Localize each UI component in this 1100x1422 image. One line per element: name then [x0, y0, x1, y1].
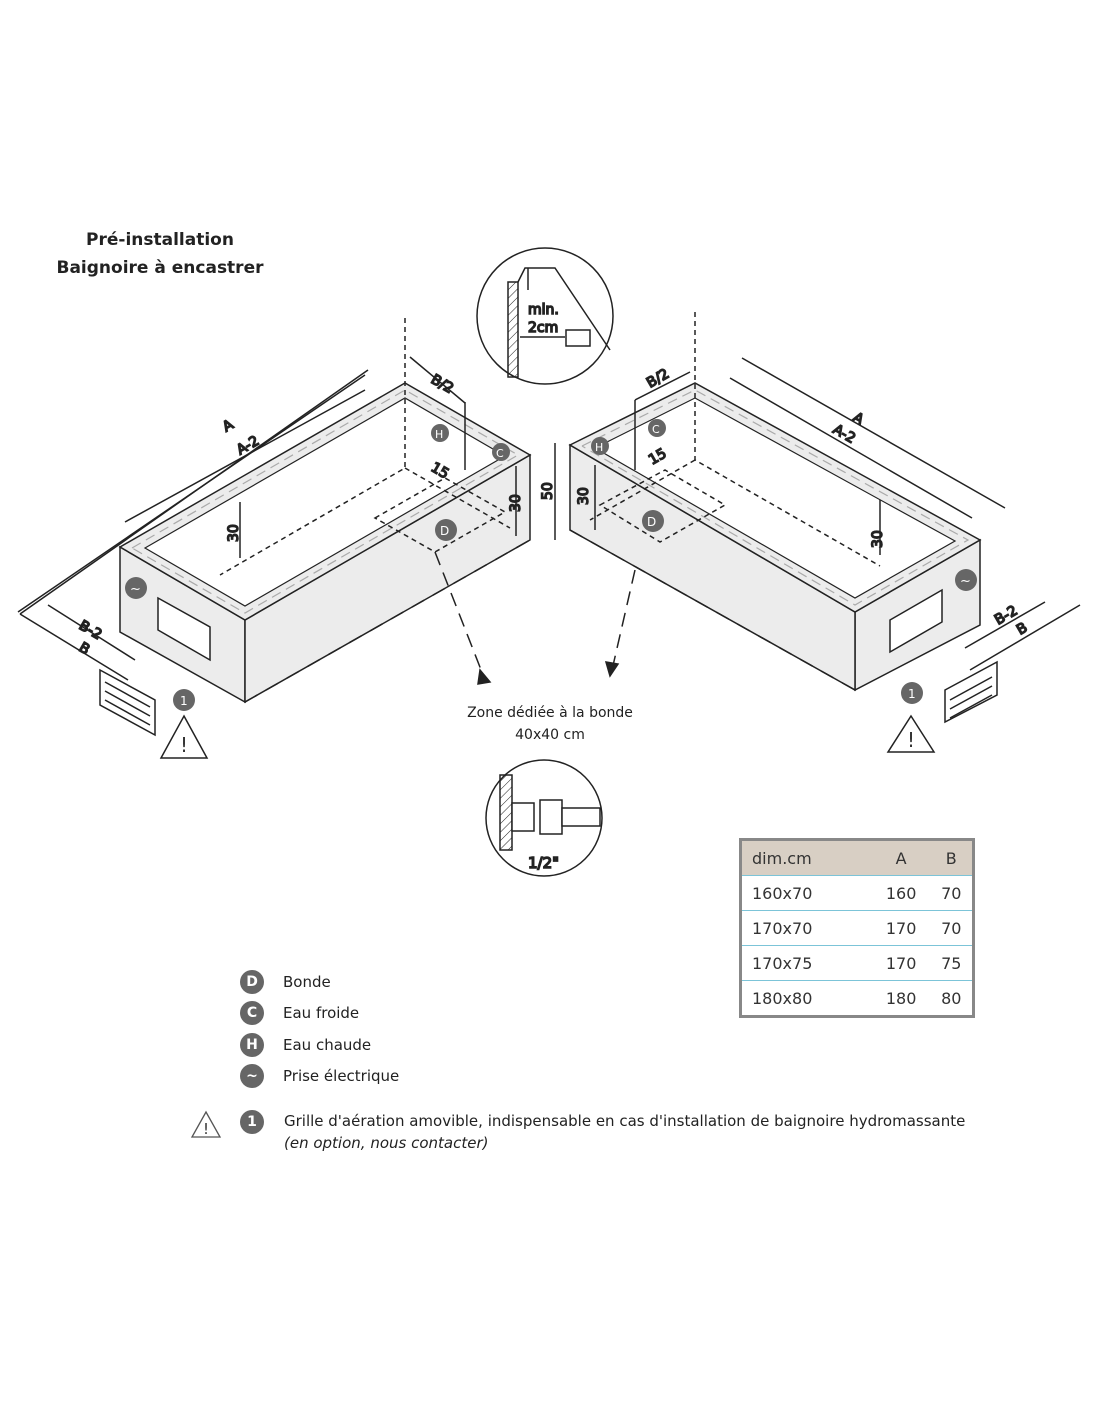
dim-30-left-side: 30: [508, 494, 524, 512]
dim-B2-left: B-2: [76, 618, 104, 644]
left-tub-frame: A A-2 B/2 15 30 30 50 B-2 B: [17, 318, 557, 704]
marker-c-label: C: [496, 447, 504, 460]
diagram-title: Pré-installation Baignoire à encastrer: [40, 226, 280, 282]
cell: 70: [930, 910, 974, 946]
legend-label: Eau froide: [283, 1004, 360, 1023]
drain-icon: D: [240, 969, 264, 994]
dim-30-left: 30: [226, 524, 242, 542]
dim-Bhalf-right: B/2: [644, 366, 672, 391]
svg-text:!: !: [203, 1120, 209, 1138]
drain-marker-left: [435, 519, 457, 541]
dim-A-right: A: [850, 410, 867, 429]
cell: 170: [871, 910, 931, 946]
dim-30-right-side: 30: [576, 487, 592, 505]
marker-c-label: C: [652, 423, 660, 436]
marker-1-label: 1: [908, 687, 916, 701]
cold-water-marker-right: [648, 419, 666, 437]
vent-marker-left: [173, 689, 195, 711]
markers: H C D ~ H C D ~ 1 1: [125, 419, 977, 711]
header-a: A: [871, 839, 931, 876]
cold-water-icon: C: [240, 1001, 264, 1026]
drain-marker-right: [642, 510, 664, 532]
title-line1: Pré-installation: [86, 230, 234, 250]
dim-30-right: 30: [870, 530, 886, 548]
hot-water-marker-left: [431, 424, 449, 442]
cell: 80: [930, 980, 974, 1017]
warning-icon: !: [190, 1110, 222, 1138]
svg-text:!: !: [180, 733, 188, 757]
power-outlet-marker-left: [125, 577, 147, 599]
marker-d-label: D: [440, 524, 449, 538]
cell: 180x80: [740, 980, 872, 1017]
cell: 75: [930, 945, 974, 981]
cell: 160x70: [740, 875, 872, 911]
marker-h-label: H: [595, 441, 603, 454]
warning-left-icon: !: [159, 714, 209, 759]
zone-line1: Zone dédiée à la bonde: [467, 705, 633, 721]
legend-item: C Eau froide: [240, 998, 399, 1030]
cell: 170x70: [740, 910, 872, 946]
dim-50: 50: [540, 482, 556, 500]
cold-water-marker-left: [492, 443, 510, 461]
dim-A-left: A: [220, 417, 237, 436]
detail-min-label: min.: [528, 302, 559, 318]
vent-marker-right: [901, 682, 923, 704]
hot-water-icon: H: [240, 1032, 264, 1057]
zone-line2: 40x40 cm: [515, 727, 585, 743]
hot-water-marker-right: [591, 437, 609, 455]
vent-grille-right-icon: [944, 660, 998, 724]
detail-thread-label: 1/2": [528, 854, 559, 872]
legend: D Bonde C Eau froide H Eau chaude ~ Prise él…: [240, 966, 399, 1092]
cell: 180: [871, 980, 931, 1017]
tilde-icon: ~: [130, 582, 141, 597]
header-dim: dim.cm: [740, 839, 872, 876]
note-text: Grille d'aération amovible, indispensabl…: [284, 1112, 966, 1130]
cell: 170x75: [740, 945, 872, 981]
cell: 160: [871, 875, 931, 911]
legend-label: Eau chaude: [283, 1035, 372, 1054]
title-line2: Baignoire à encastrer: [56, 258, 264, 278]
legend-item: D Bonde: [240, 966, 399, 998]
power-outlet-icon: ~: [240, 1064, 264, 1089]
header-b: B: [930, 839, 974, 876]
detail-2cm-label: 2cm: [528, 320, 558, 336]
marker-1-label: 1: [180, 694, 188, 708]
legend-label: Prise électrique: [283, 1067, 400, 1086]
svg-text:!: !: [907, 728, 915, 752]
vent-number-icon: 1: [240, 1110, 264, 1134]
cell: 170: [871, 945, 931, 981]
detail-top-wall-clearance: min. 2cm: [476, 247, 614, 385]
warning-right-icon: !: [886, 714, 936, 753]
detail-bottom-connector: 1/2": [485, 759, 603, 877]
right-tub-frame: A A-2 B/2 15 30 30 B-2 B: [568, 312, 1081, 692]
dim-B-left: B: [76, 640, 92, 659]
vent-grille-left-icon: [99, 668, 156, 737]
legend-item: ~ Prise électrique: [240, 1061, 399, 1093]
marker-d-label: D: [647, 515, 656, 529]
tilde-icon: ~: [960, 574, 971, 589]
power-outlet-marker-right: [955, 569, 977, 591]
dim-A2-left: A-2: [234, 433, 262, 458]
ventilation-note: ! 1 Grille d'aération amovible, indispen…: [190, 1110, 965, 1154]
cell: 70: [930, 875, 974, 911]
marker-h-label: H: [435, 428, 443, 441]
legend-item: H Eau chaude: [240, 1029, 399, 1061]
drain-zone-label: Zone dédiée à la bonde 40x40 cm: [440, 702, 660, 746]
legend-label: Bonde: [283, 972, 331, 991]
note-subtext: (en option, nous contacter): [284, 1134, 489, 1152]
